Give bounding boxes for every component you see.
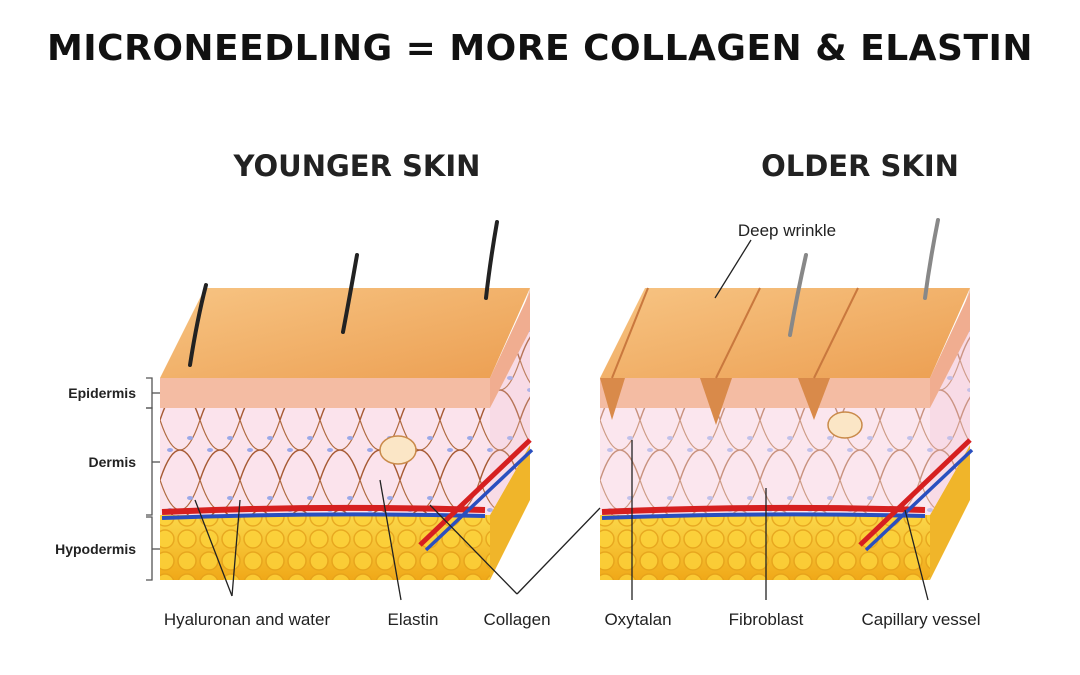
layer-label-hypodermis: Hypodermis: [55, 541, 136, 557]
label-fibroblast: Fibroblast: [729, 610, 804, 629]
label-capillary-vessel: Capillary vessel: [861, 610, 980, 629]
label-oxytalan: Oxytalan: [604, 610, 671, 629]
older-skin-title: OLDER SKIN: [761, 149, 959, 183]
younger-skin-title: YOUNGER SKIN: [233, 149, 481, 183]
label-deep-wrinkle: Deep wrinkle: [738, 221, 836, 240]
layer-label-epidermis: Epidermis: [68, 385, 136, 401]
label-hyaluronan: Hyaluronan and water: [164, 610, 331, 629]
layer-brackets: [146, 377, 160, 581]
younger-skin-block: [160, 220, 534, 580]
label-collagen: Collagen: [483, 610, 550, 629]
page-title: MICRONEEDLING = MORE COLLAGEN & ELASTIN: [46, 28, 1034, 69]
callout-lines: [194, 239, 929, 601]
older-skin-block: [600, 218, 974, 580]
layer-label-dermis: Dermis: [89, 454, 137, 470]
label-elastin: Elastin: [387, 610, 438, 629]
